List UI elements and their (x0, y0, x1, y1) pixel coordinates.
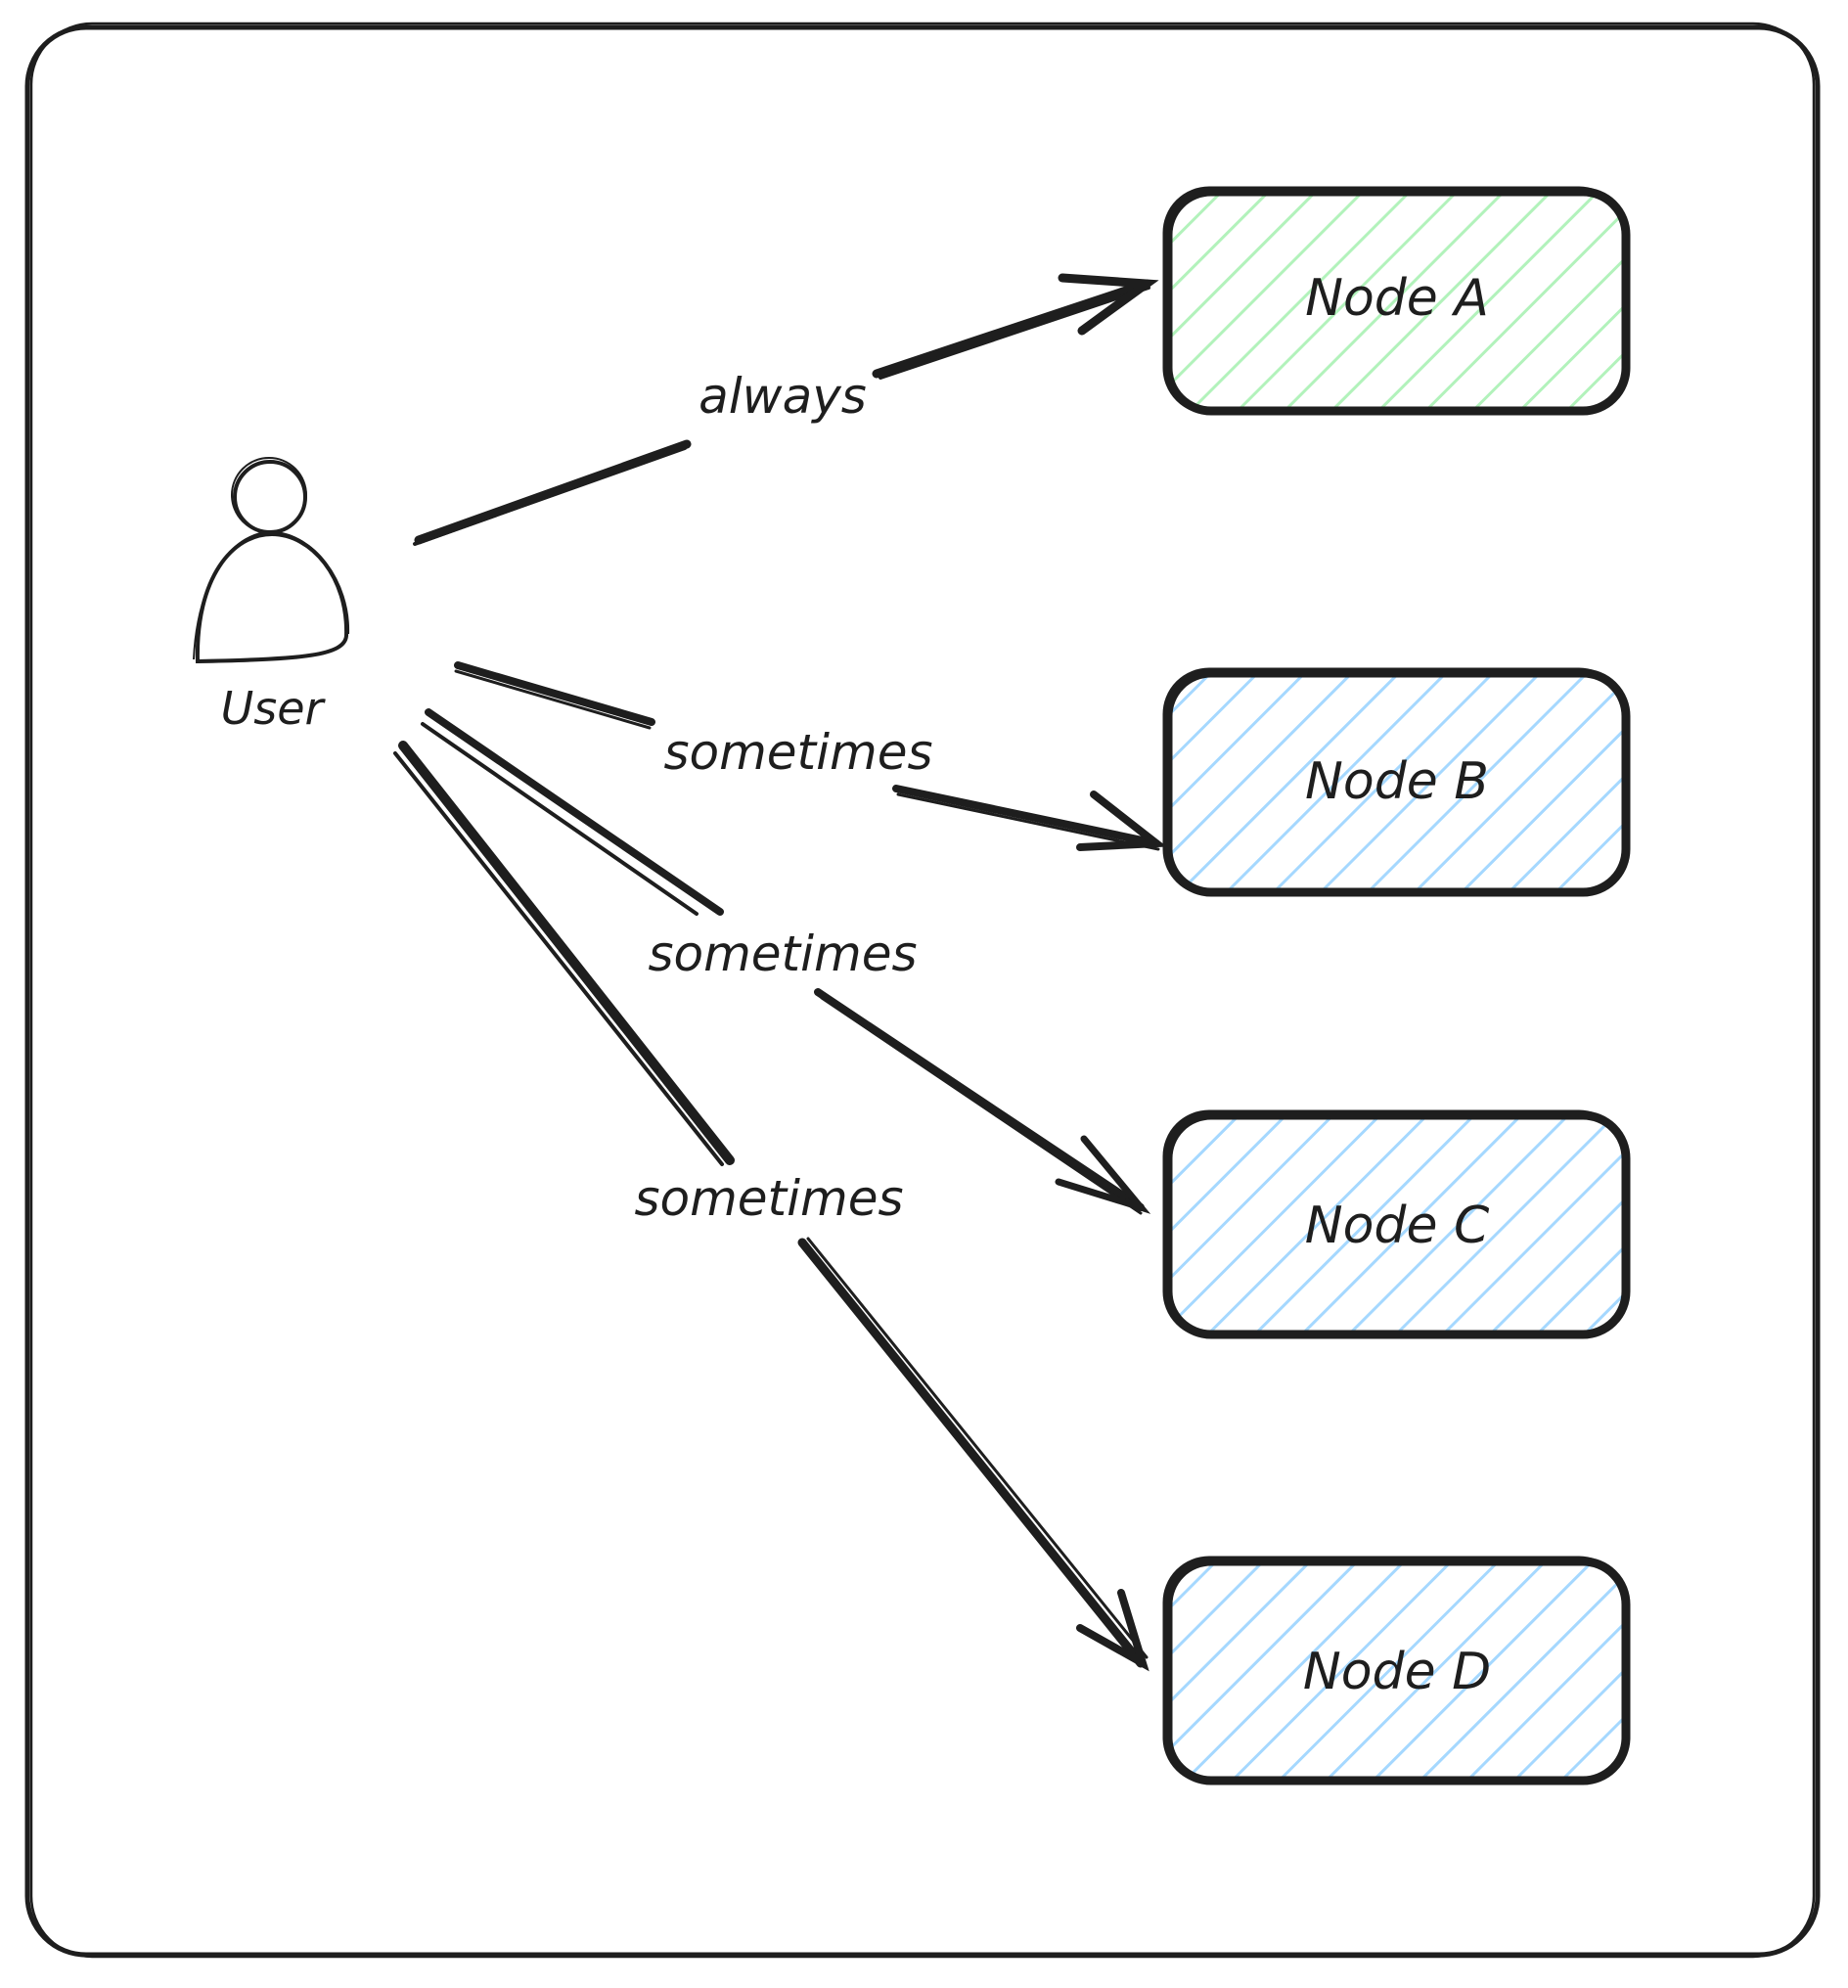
node-b-label: Node B (1305, 752, 1489, 811)
arrowhead-node-a (1058, 273, 1159, 336)
edge-user-node-d[interactable] (393, 741, 1149, 1672)
arrowhead-node-d (1076, 1589, 1149, 1672)
node-a[interactable]: Node A (1162, 186, 1631, 416)
edge-label-sometimes-b: sometimes (663, 724, 932, 781)
user-actor[interactable]: User (193, 457, 350, 735)
user-label: User (221, 682, 327, 735)
node-d[interactable]: Node D (1162, 1556, 1631, 1785)
edge-user-node-b[interactable] (454, 661, 1167, 851)
arrowhead-node-b (1076, 791, 1167, 851)
node-c[interactable]: Node C (1162, 1109, 1631, 1339)
node-d-label: Node D (1303, 1643, 1491, 1701)
edge-label-always: always (699, 368, 867, 425)
arrowhead-node-c (1055, 1135, 1151, 1214)
frame (24, 22, 1821, 1959)
edge-label-sometimes-c: sometimes (648, 926, 917, 982)
node-c-label: Node C (1305, 1197, 1490, 1255)
person-icon (193, 457, 350, 664)
node-a-label: Node A (1305, 269, 1489, 328)
edge-label-sometimes-d: sometimes (634, 1170, 903, 1227)
edge-user-node-a[interactable] (413, 273, 1159, 546)
edge-user-node-c[interactable] (421, 708, 1151, 1215)
node-b[interactable]: Node B (1162, 667, 1631, 897)
